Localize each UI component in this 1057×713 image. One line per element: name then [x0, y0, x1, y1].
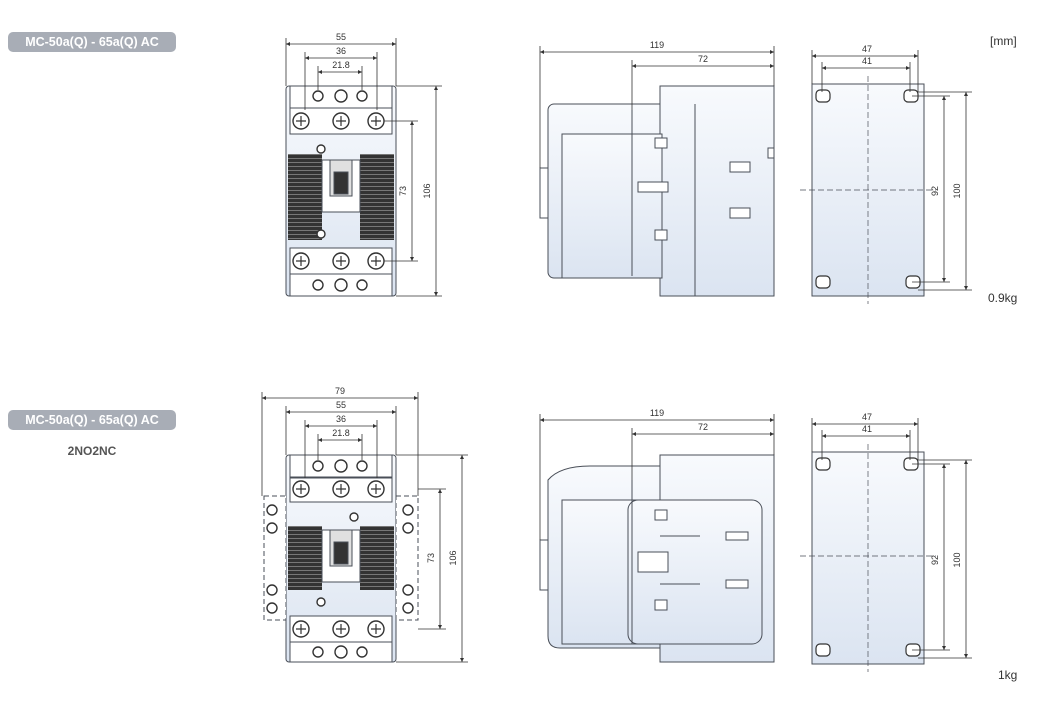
dim-width-outer-bottom: 79 — [335, 386, 345, 396]
dim-mount-width-inner-top: 41 — [862, 56, 872, 66]
front-dimensions-top — [285, 38, 442, 297]
unit-label: [mm] — [990, 34, 1017, 48]
dim-height-inner-top: 73 — [398, 186, 408, 196]
mount-dimensions-top — [811, 50, 972, 291]
model-badge-top: MC-50a(Q) - 65a(Q) AC — [8, 32, 176, 52]
weight-label-top: 0.9kg — [988, 291, 1018, 305]
front-dimensions-bottom — [261, 392, 468, 663]
dim-height-total-bottom: 106 — [448, 550, 458, 565]
dim-height-inner-bottom: 73 — [426, 553, 436, 563]
dim-mount-width-top: 47 — [862, 44, 872, 54]
side-dimensions-top — [539, 46, 775, 168]
dim-width-mid-top: 36 — [336, 46, 346, 56]
variant-label: 2NO2NC — [67, 444, 117, 458]
mount-view-top — [800, 76, 936, 304]
side-view-bottom — [539, 454, 775, 663]
mount-dimensions-bottom — [811, 418, 972, 659]
dim-mount-height-inner-top: 92 — [930, 186, 940, 196]
dim-depth-inner-top: 72 — [698, 54, 708, 64]
weight-label-bottom: 1kg — [998, 668, 1018, 682]
dim-height-total-top: 106 — [422, 183, 432, 198]
dim-width-body-bottom: 55 — [336, 400, 346, 410]
dim-width-inner-bottom: 21.8 — [332, 428, 350, 438]
dim-mount-height-inner-bottom: 92 — [930, 555, 940, 565]
dim-width-mid-bottom: 36 — [336, 414, 346, 424]
dim-mount-width-inner-bottom: 41 — [862, 424, 872, 434]
side-dimensions-bottom — [539, 414, 775, 540]
dim-width-inner-top: 21.8 — [332, 60, 350, 70]
dim-width-body-top: 55 — [336, 32, 346, 42]
screw-crosses-top — [296, 116, 381, 266]
dim-mount-width-bottom: 47 — [862, 412, 872, 422]
mount-view-bottom — [800, 444, 936, 672]
screw-crosses-bottom — [296, 484, 381, 634]
dim-mount-height-bottom: 100 — [952, 552, 962, 567]
dim-mount-height-top: 100 — [952, 183, 962, 198]
model-badge-bottom: MC-50a(Q) - 65a(Q) AC — [8, 410, 176, 430]
dim-depth-bottom: 119 — [650, 408, 664, 418]
dim-depth-top: 119 — [650, 40, 664, 50]
side-view-top — [539, 85, 775, 297]
dim-depth-inner-bottom: 72 — [698, 422, 708, 432]
